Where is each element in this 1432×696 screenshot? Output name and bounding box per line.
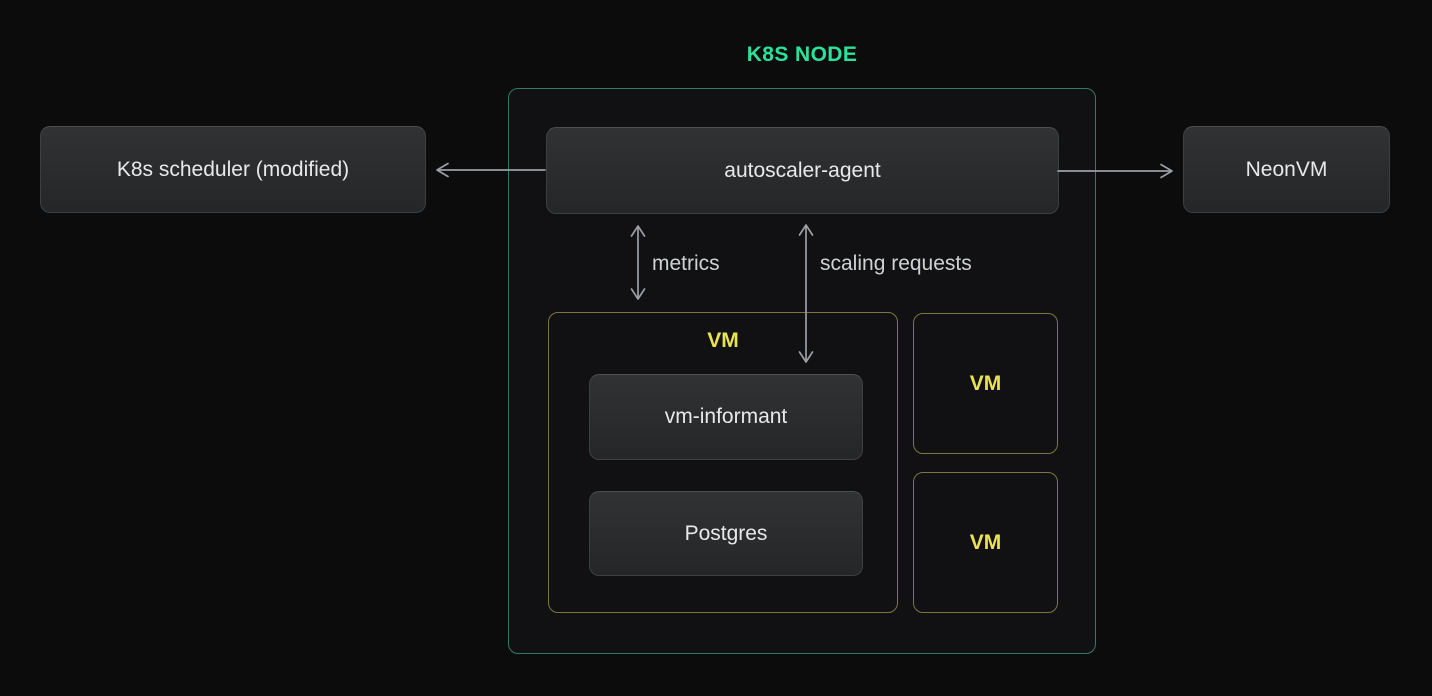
scheduler-node: K8s scheduler (modified) (40, 126, 426, 213)
k8s-node-title: K8S NODE (746, 43, 858, 66)
edge-label-metrics: metrics (652, 252, 720, 275)
scheduler-node-label: K8s scheduler (modified) (116, 157, 350, 181)
vm-small-bottom-node: VM (913, 472, 1058, 613)
autoscaler-agent-node: autoscaler-agent (546, 127, 1059, 214)
postgres-node-label: Postgres (684, 521, 768, 545)
edge-label-scaling-requests: scaling requests (820, 252, 972, 275)
vm-informant-node-label: vm-informant (664, 405, 788, 428)
vm-main-node: VM vm-informant Postgres (548, 312, 898, 613)
neonvm-node-label: NeonVM (1245, 157, 1328, 181)
postgres-node: Postgres (589, 491, 863, 576)
neonvm-node: NeonVM (1183, 126, 1390, 213)
vm-small-top-label: VM (969, 371, 1002, 395)
vm-informant-node: vm-informant (589, 374, 863, 460)
vm-small-bottom-label: VM (969, 530, 1002, 554)
k8s-node-container: autoscaler-agent VM vm-informant Postgre… (508, 88, 1096, 654)
vm-main-label: VM (707, 329, 739, 352)
vm-small-top-node: VM (913, 313, 1058, 454)
autoscaler-agent-node-label: autoscaler-agent (724, 158, 881, 182)
